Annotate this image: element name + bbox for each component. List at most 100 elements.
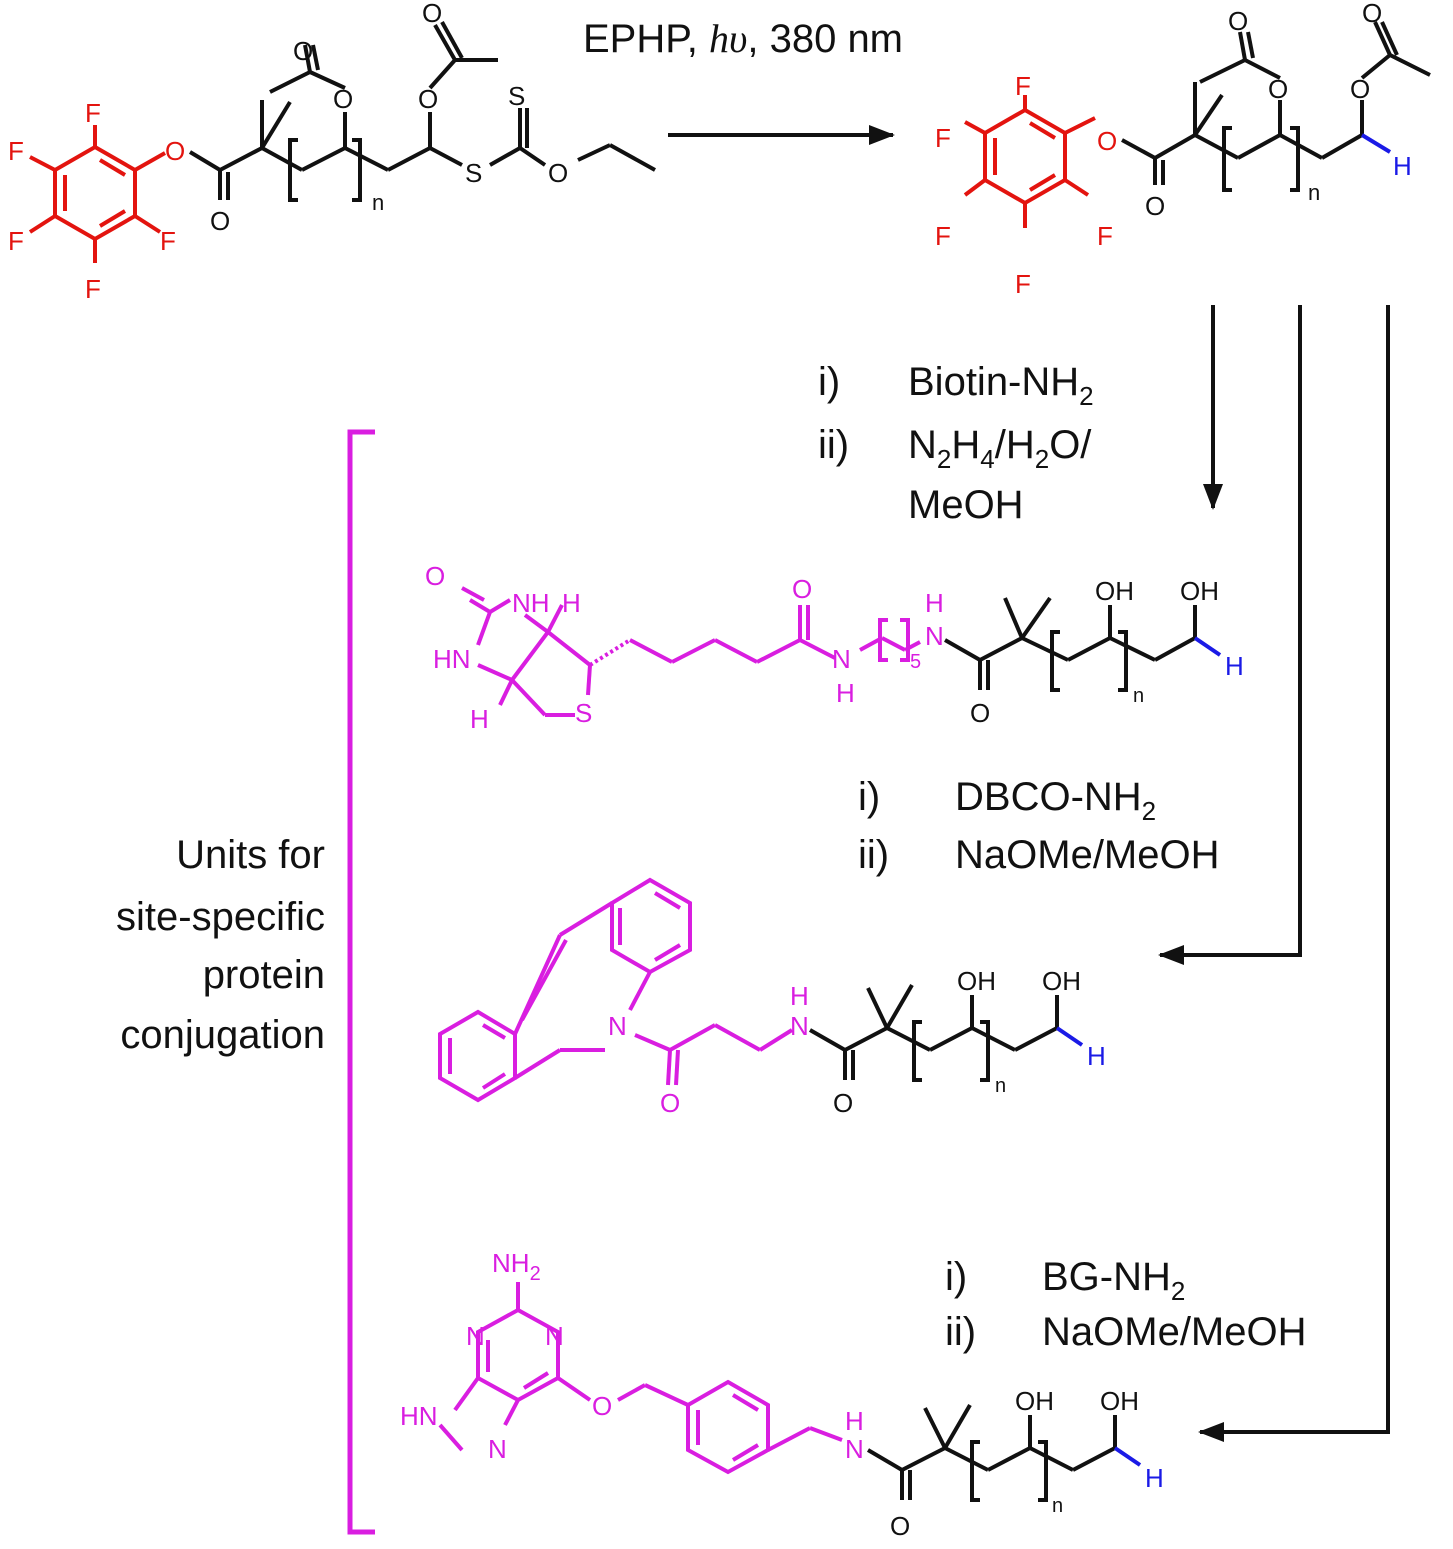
atom-label: OH <box>1180 576 1219 606</box>
nh2-label: NH2 <box>492 1248 541 1285</box>
backbone-start <box>188 21 656 202</box>
atom-label: O <box>1097 126 1117 156</box>
reduced-polymer-structure: F F F F F O <box>935 0 1431 299</box>
atom-label: N <box>608 1011 627 1041</box>
atom-label: H <box>925 588 944 618</box>
pfp-ring-product <box>963 95 1096 228</box>
atom-label: F <box>935 221 951 251</box>
conjugation-bracket <box>347 429 375 1535</box>
atom-label: S <box>575 698 592 728</box>
atom-label: OH <box>1042 966 1081 996</box>
atom-label: F <box>935 123 951 153</box>
atom-label: N <box>832 644 851 674</box>
step-index: ii) <box>858 833 889 877</box>
atom-label: H <box>1087 1041 1106 1071</box>
step-index: ii) <box>818 423 849 467</box>
atom-label: H <box>790 981 809 1011</box>
atom-label: F <box>1015 71 1031 101</box>
atom-label: O <box>1350 74 1370 104</box>
atom-label: H <box>470 704 489 734</box>
pfp-atoms-start: F F F F F O <box>8 98 185 304</box>
repeat-n-label: n <box>1052 1495 1063 1517</box>
bg-conjugate-structure: NH2 N N HN N O H N O OH <box>400 1248 1164 1541</box>
repeat-n-label: n <box>1133 685 1144 707</box>
repeat-5-label: 5 <box>910 651 921 673</box>
step-index: ii) <box>945 1310 976 1354</box>
atom-label: N <box>790 1011 809 1041</box>
atom-label: NH <box>512 588 550 618</box>
atom-label: O <box>890 1511 910 1541</box>
repeat-n-label: n <box>995 1075 1006 1097</box>
bg-reagent: BG-NH2 <box>1042 1255 1185 1306</box>
atom-label: O <box>210 206 230 236</box>
repeat-n-label: n <box>1308 180 1320 205</box>
atom-label: H <box>562 588 581 618</box>
biotin-conditions: i) Biotin-NH2 ii) N2H4/H2O/ MeOH <box>818 360 1094 527</box>
atom-label: N <box>925 621 944 651</box>
arrow-to-bg <box>1198 305 1390 1442</box>
atom-label: H <box>1393 151 1412 181</box>
atom-label: OH <box>1100 1386 1139 1416</box>
atom-label: O <box>592 1391 612 1421</box>
pfp-atoms-product: F F F F F O <box>935 71 1117 299</box>
methoxide-reagent: NaOMe/MeOH <box>955 833 1220 877</box>
atom-label: N <box>545 1321 564 1351</box>
atom-label: F <box>85 274 101 304</box>
bracket-label-line: Units for <box>176 833 325 877</box>
step-index: i) <box>945 1255 967 1299</box>
atom-label: O <box>548 158 568 188</box>
arrow-to-dbco <box>1158 305 1302 965</box>
atom-label: OH <box>1095 576 1134 606</box>
atom-label: H <box>845 1406 864 1436</box>
biotin-conjugate-structure: O NH HN H H S O N H 5 H N <box>425 561 1244 734</box>
dbco-conjugate-structure: N O H N O OH OH H n <box>438 877 1106 1118</box>
atom-label: N <box>488 1434 507 1464</box>
atom-label: H <box>836 678 855 708</box>
atom-label: F <box>8 226 24 256</box>
atom-label: O <box>660 1088 680 1118</box>
biotin-reagent: Biotin-NH2 <box>908 360 1094 411</box>
atom-label: S <box>465 158 482 188</box>
starting-polymer-structure: F F F F F O <box>8 0 656 304</box>
step-index: i) <box>858 775 880 819</box>
atom-label: N <box>845 1434 864 1464</box>
pfp-ring-start <box>28 125 166 263</box>
atom-label: N <box>466 1321 485 1351</box>
atom-label: H <box>1145 1463 1164 1493</box>
methoxide-reagent: NaOMe/MeOH <box>1042 1310 1307 1354</box>
bracket-label: Units for site-specific protein conjugat… <box>116 833 325 1057</box>
bg-conditions: i) BG-NH2 ii) NaOMe/MeOH <box>945 1255 1307 1354</box>
atom-label: O <box>792 574 812 604</box>
atom-label: S <box>508 81 525 111</box>
atom-label: O <box>1362 0 1382 28</box>
atom-label: OH <box>1015 1386 1054 1416</box>
bracket-label-line: conjugation <box>120 1013 325 1057</box>
atom-label: O <box>293 36 313 66</box>
terminal-h-bond <box>1360 133 1392 154</box>
atom-label: O <box>418 84 438 114</box>
atom-label: O <box>1145 191 1165 221</box>
atom-label: HN <box>433 644 471 674</box>
repeat-n-label: n <box>372 190 384 215</box>
bracket-label-line: site-specific <box>116 895 325 939</box>
solvent-line: MeOH <box>908 483 1024 527</box>
atom-label: O <box>1268 74 1288 104</box>
atom-label: F <box>1015 269 1031 299</box>
step-index: i) <box>818 360 840 404</box>
hydrazine-reagent: N2H4/H2O/ <box>908 423 1092 474</box>
atom-label: F <box>160 226 176 256</box>
atom-label: O <box>970 698 990 728</box>
backbone-product <box>1121 21 1431 192</box>
atom-label: HN <box>400 1401 438 1431</box>
top-conditions: EPHP, hυ, 380 nm <box>583 16 903 61</box>
atom-label: O <box>333 84 353 114</box>
dbco-reagent: DBCO-NH2 <box>955 775 1156 826</box>
atom-label: O <box>1228 6 1248 36</box>
atom-label: H <box>1225 651 1244 681</box>
atom-label: O <box>422 0 442 28</box>
backbone-atoms-product: O O O O O H n <box>1145 0 1412 221</box>
atom-label: F <box>8 136 24 166</box>
atom-label: F <box>85 98 101 128</box>
atom-label: O <box>425 561 445 591</box>
